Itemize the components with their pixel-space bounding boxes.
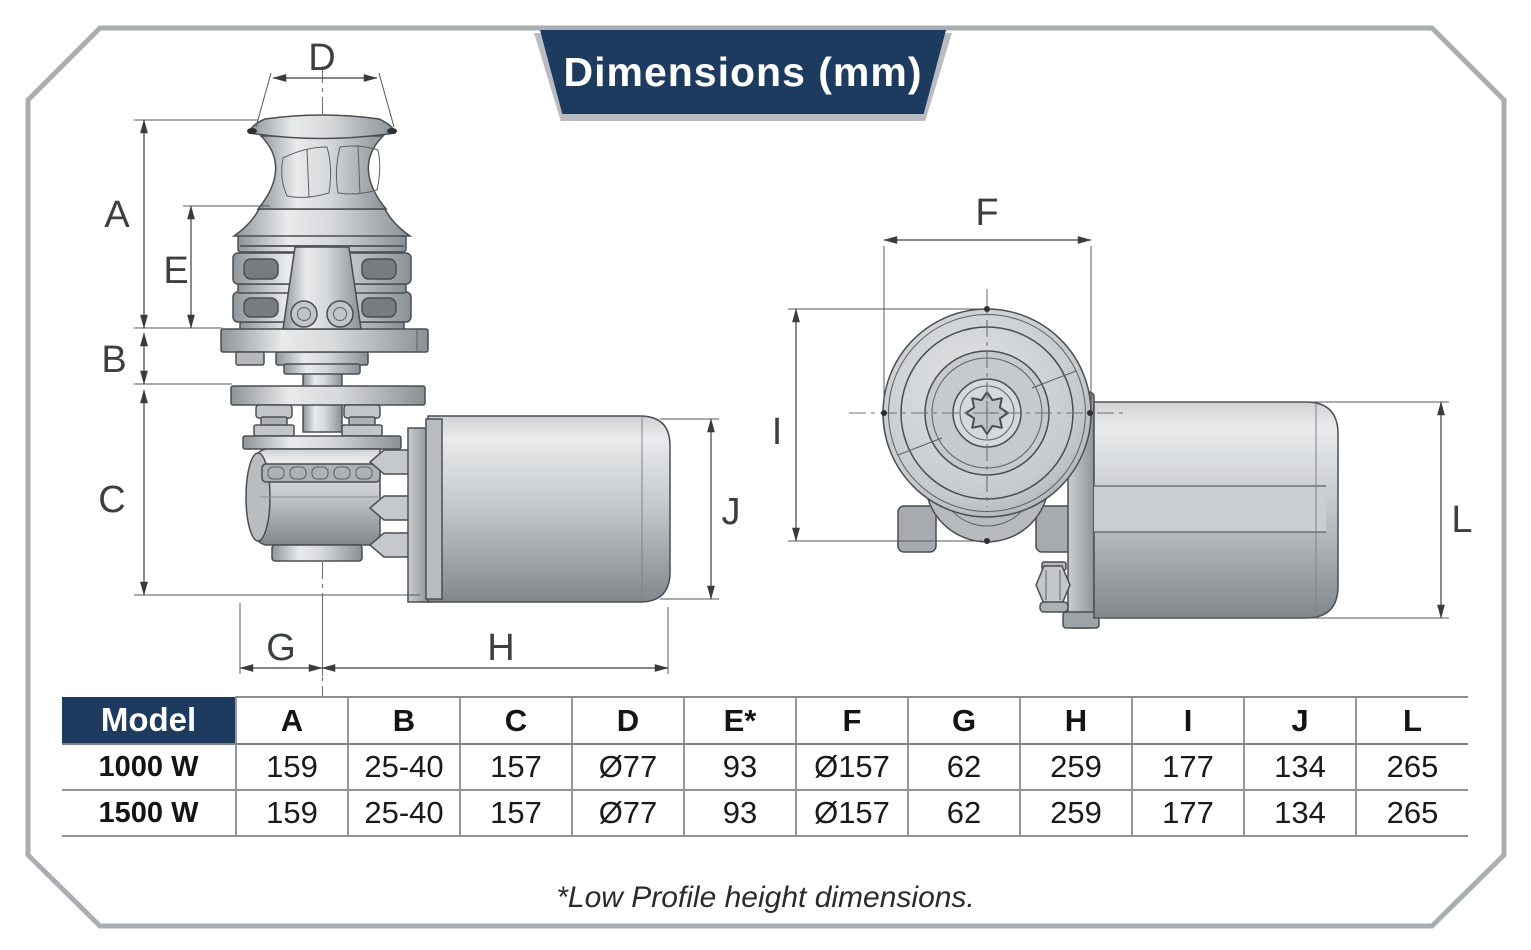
dimension-label-e: E (163, 250, 188, 292)
cell-1000w-a: 159 (235, 744, 348, 791)
col-header-model: Model (62, 697, 236, 745)
dimension-j: J (660, 418, 741, 600)
cell-1000w-d: Ø77 (571, 744, 684, 791)
model-1000w: 1000 W (62, 744, 236, 791)
col-header-a: A (235, 696, 348, 745)
dimension-label-j: J (722, 491, 741, 533)
col-header-d: D (571, 696, 684, 745)
col-header-e: E* (683, 696, 796, 745)
frame-border (25, 25, 1507, 929)
cell-1000w-c: 157 (459, 744, 572, 791)
dimension-label-d: D (308, 37, 335, 79)
cell-1000w-b: 25-40 (347, 744, 460, 791)
dimension-label-a: A (104, 194, 130, 236)
page-title: Dimensions (mm) (563, 48, 923, 95)
dimension-label-i: I (772, 411, 783, 453)
table-header-row: Model A B C D E* F G H I J L (62, 696, 1468, 745)
col-header-i: I (1131, 696, 1244, 745)
table-row: 1500 W 159 25-40 157 Ø77 93 Ø157 62 259 … (62, 790, 1468, 837)
cell-1000w-h: 259 (1019, 744, 1132, 791)
table-row: 1000 W 159 25-40 157 Ø77 93 Ø157 62 259 … (62, 744, 1468, 791)
model-1500w: 1500 W (62, 790, 236, 837)
dimension-label-b: B (101, 339, 126, 381)
cell-1000w-f: Ø157 (795, 744, 908, 791)
title-banner: Dimensions (mm) (540, 30, 946, 114)
cell-1000w-j: 134 (1243, 744, 1356, 791)
cell-1500w-c: 157 (459, 790, 572, 837)
side-view-drawing: A E B C (98, 37, 741, 700)
dimension-l: L (1096, 401, 1473, 619)
col-header-b: B (347, 696, 460, 745)
cell-1500w-j: 134 (1243, 790, 1356, 837)
cell-1500w-a: 159 (235, 790, 348, 837)
dimension-f: F (883, 192, 1092, 404)
cell-1500w-f: Ø157 (795, 790, 908, 837)
cell-1500w-e: 93 (683, 790, 796, 837)
col-header-g: G (907, 696, 1020, 745)
front-view-drawing: F I L (772, 192, 1473, 629)
dimension-d: D (255, 37, 395, 128)
cell-1500w-b: 25-40 (347, 790, 460, 837)
dimension-a: A (104, 119, 258, 329)
dimension-label-h: H (487, 627, 514, 669)
dimension-i: I (772, 308, 983, 542)
dimensions-table: Model A B C D E* F G H I J L 1000 W 159 … (62, 696, 1468, 837)
dimension-label-l: L (1451, 499, 1472, 541)
cell-1500w-h: 259 (1019, 790, 1132, 837)
dimension-label-g: G (266, 627, 296, 669)
dimension-b: B (101, 332, 232, 385)
low-profile-footnote: *Low Profile height dimensions. (556, 881, 975, 914)
cell-1500w-g: 62 (907, 790, 1020, 837)
dimension-e: E (163, 205, 270, 329)
col-header-l: L (1355, 696, 1468, 745)
col-header-f: F (795, 696, 908, 745)
cell-1500w-i: 177 (1131, 790, 1244, 837)
dimension-c: C (98, 389, 420, 596)
chain-gypsy-band (261, 463, 381, 483)
cell-1000w-g: 62 (907, 744, 1020, 791)
cell-1000w-e: 93 (683, 744, 796, 791)
col-header-c: C (459, 696, 572, 745)
dimension-label-f: F (975, 192, 998, 234)
dimension-g-h: G H (239, 603, 669, 676)
col-header-j: J (1243, 696, 1356, 745)
dimension-label-c: C (98, 479, 125, 521)
cell-1000w-i: 177 (1131, 744, 1244, 791)
col-header-h: H (1019, 696, 1132, 745)
motor-side-view (427, 415, 671, 603)
cell-1500w-d: Ø77 (571, 790, 684, 837)
cell-1000w-l: 265 (1355, 744, 1468, 791)
cell-1500w-l: 265 (1355, 790, 1468, 837)
mounting-studs (253, 404, 383, 437)
